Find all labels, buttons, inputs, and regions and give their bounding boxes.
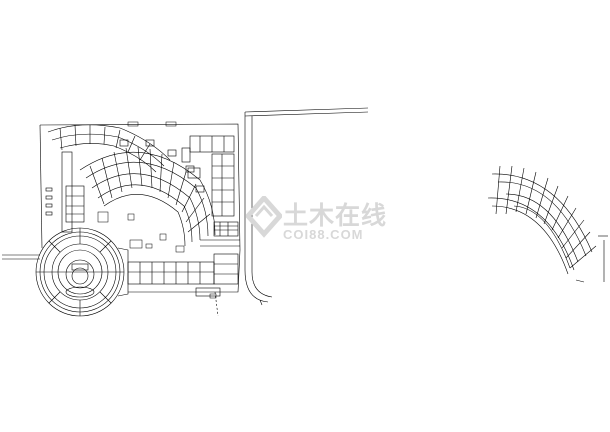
upper-left-curved-block	[47, 124, 171, 173]
watermark-subtitle: COI88.COM	[283, 227, 364, 242]
circular-building	[35, 227, 129, 317]
central-entrance	[200, 221, 240, 247]
watermark-title: 土木在线	[283, 201, 388, 230]
diamond-logo-icon	[246, 196, 282, 238]
main-curved-building	[79, 139, 216, 247]
curved-detail-drawing	[487, 165, 608, 283]
road-lines	[2, 107, 369, 306]
right-rectangular-blocks	[181, 135, 235, 217]
bottom-horizontal-block	[127, 253, 239, 297]
site-detail-marks	[97, 121, 217, 299]
left-column-block	[45, 151, 85, 233]
